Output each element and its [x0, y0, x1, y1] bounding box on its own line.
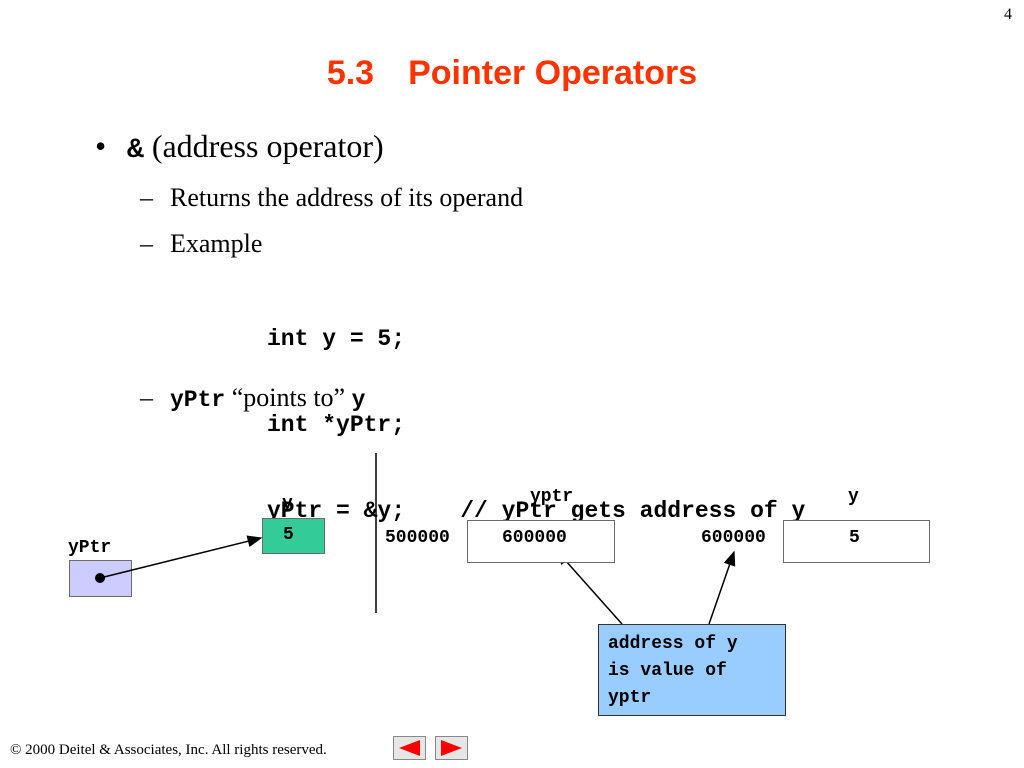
yptr-memory-label: yptr [530, 487, 574, 507]
yptr-memory-value: 600000 [502, 528, 567, 548]
operator-symbol: & [127, 135, 144, 166]
points-var: yPtr [170, 387, 226, 413]
sub-item-returns: –Returns the address of its operand [140, 183, 523, 213]
code-line: int *yPtr; [267, 412, 406, 438]
slide-number: 4 [1004, 6, 1012, 23]
triangle-right-icon [441, 740, 462, 756]
yptr-address: 500000 [385, 528, 450, 548]
dash-symbol: – [140, 383, 153, 412]
sub-item-text: Example [170, 229, 263, 258]
callout-line: address of y [608, 634, 738, 654]
pointer-arrow [99, 535, 263, 579]
points-target: y [351, 387, 366, 413]
triangle-left-icon [399, 740, 420, 756]
callout-text: address of y is value of yptr [608, 631, 738, 712]
points-text: “points to” [225, 383, 352, 412]
y-address: 600000 [701, 528, 766, 548]
bullet-address-operator: •& (address operator) [95, 128, 384, 166]
copyright-footer: © 2000 Deitel & Associates, Inc. All rig… [10, 742, 327, 758]
y-memory-box: 5 [783, 520, 930, 563]
callout-line: is value of [608, 661, 727, 681]
slide-title: 5.3 Pointer Operators [326, 54, 698, 92]
dash-symbol: – [140, 183, 153, 212]
y-value: 5 [283, 525, 294, 545]
dash-symbol: – [140, 229, 153, 258]
bullet-text: (address operator) [143, 128, 384, 164]
sub-item-example: –Example [140, 229, 262, 259]
yptr-memory-box: 600000 [467, 520, 615, 563]
next-slide-button[interactable] [435, 736, 468, 760]
callout-arrow-yptr [556, 549, 623, 625]
y-memory-label: y [848, 487, 859, 507]
code-line: int y = 5; [267, 326, 406, 352]
callout-line: yptr [608, 688, 652, 708]
y-value-box: 5 [262, 518, 325, 554]
y-label: y [282, 494, 293, 514]
previous-slide-button[interactable] [393, 736, 426, 760]
sub-item-text: Returns the address of its operand [170, 183, 524, 212]
y-memory-value: 5 [849, 528, 860, 548]
yptr-label: yPtr [68, 538, 112, 558]
callout-box: address of y is value of yptr [598, 624, 786, 716]
bullet-symbol: • [95, 128, 107, 164]
callout-arrow-y [708, 550, 736, 625]
sub-item-points-to: –yPtr “points to” y [140, 383, 365, 413]
